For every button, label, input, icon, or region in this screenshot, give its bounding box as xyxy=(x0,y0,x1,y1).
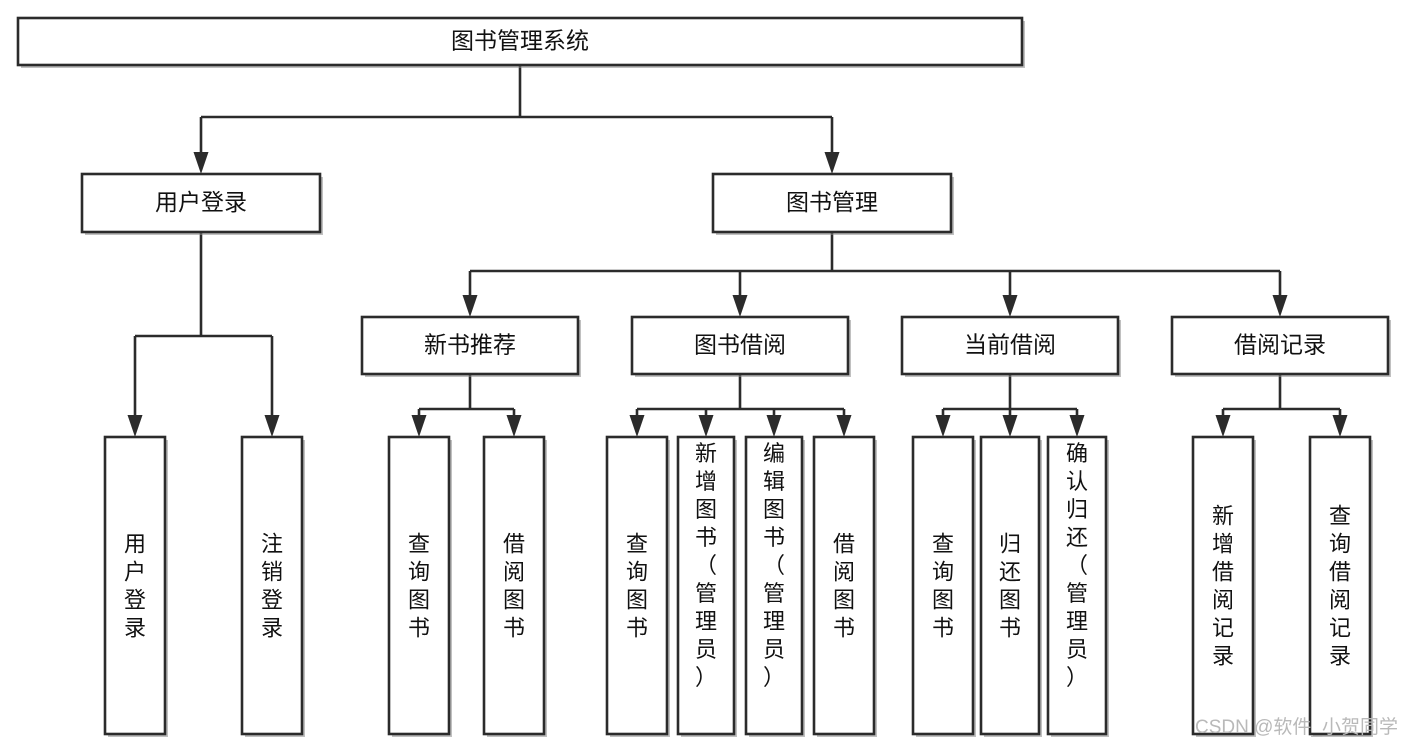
node-leaf-query-book-3[interactable]: 查询图书 xyxy=(911,435,976,737)
node-rect[interactable] xyxy=(812,435,876,736)
arrow-head-icon xyxy=(824,152,840,174)
connector-group-user-login xyxy=(127,232,280,437)
node-user-login[interactable]: 用户登录 xyxy=(80,172,323,235)
node-new-book-rec[interactable]: 新书推荐 xyxy=(360,315,581,377)
node-leaf-borrow-book-1[interactable]: 借阅图书 xyxy=(482,435,547,737)
node-leaf-query-book-2[interactable]: 查询图书 xyxy=(605,435,670,737)
node-rect[interactable] xyxy=(630,315,850,376)
node-label: 图书管理 xyxy=(786,189,878,215)
node-rect[interactable] xyxy=(1046,435,1108,736)
arrow-head-icon xyxy=(1332,415,1348,437)
node-leaf-add-record[interactable]: 新增借阅记录 xyxy=(1191,435,1256,737)
connector-group-current-borrow xyxy=(935,374,1085,437)
node-leaf-query-book-1[interactable]: 查询图书 xyxy=(387,435,452,737)
node-current-borrow[interactable]: 当前借阅 xyxy=(900,315,1121,377)
node-label: 新书推荐 xyxy=(424,332,516,358)
node-leaf-edit-book[interactable]: 编辑图书（管理员） xyxy=(744,435,805,737)
node-book-manage[interactable]: 图书管理 xyxy=(711,172,954,235)
node-label: 新增图书（管理员） xyxy=(695,441,717,690)
arrow-head-icon xyxy=(127,415,143,437)
csdn-watermark: CSDN @软件_小贺同学 xyxy=(1195,716,1398,738)
arrow-head-icon xyxy=(935,415,951,437)
arrow-head-icon xyxy=(732,295,748,317)
arrow-head-icon xyxy=(1002,295,1018,317)
node-label: 当前借阅 xyxy=(964,332,1056,358)
node-label: 借阅图书 xyxy=(503,531,525,640)
node-root[interactable]: 图书管理系统 xyxy=(16,16,1025,68)
node-rect[interactable] xyxy=(240,435,304,736)
arrow-head-icon xyxy=(1215,415,1231,437)
node-rect[interactable] xyxy=(1308,435,1372,736)
node-rect[interactable] xyxy=(360,315,580,376)
arrow-head-icon xyxy=(629,415,645,437)
arrow-head-icon xyxy=(1272,295,1288,317)
node-leaf-confirm-return[interactable]: 确认归还（管理员） xyxy=(1046,435,1109,737)
connector-group-root xyxy=(193,65,840,174)
node-label: 查询图书 xyxy=(932,531,954,640)
node-label: 新增借阅记录 xyxy=(1212,503,1234,668)
node-rect[interactable] xyxy=(1170,315,1390,376)
node-rect[interactable] xyxy=(16,16,1024,67)
node-label: 图书管理系统 xyxy=(451,28,589,54)
node-label: 编辑图书（管理员） xyxy=(763,441,785,690)
node-leaf-user-login[interactable]: 用户登录 xyxy=(103,435,168,737)
connector-layer xyxy=(127,65,1348,437)
arrow-head-icon xyxy=(698,415,714,437)
arrow-head-icon xyxy=(411,415,427,437)
connector-group-borrow-record xyxy=(1215,374,1348,437)
node-leaf-borrow-book-2[interactable]: 借阅图书 xyxy=(812,435,877,737)
node-rect[interactable] xyxy=(744,435,804,736)
node-layer: 图书管理系统用户登录图书管理新书推荐图书借阅当前借阅借阅记录用户登录注销登录查询… xyxy=(16,16,1391,737)
connector-group-new-book-rec xyxy=(411,374,522,437)
node-rect[interactable] xyxy=(711,172,953,234)
node-label: 查询借阅记录 xyxy=(1329,503,1351,668)
connector-group-book-borrow xyxy=(629,374,852,437)
node-rect[interactable] xyxy=(482,435,546,736)
node-rect[interactable] xyxy=(1191,435,1255,736)
node-rect[interactable] xyxy=(900,315,1120,376)
node-label: 图书借阅 xyxy=(694,332,786,358)
node-leaf-logout[interactable]: 注销登录 xyxy=(240,435,305,737)
node-book-borrow[interactable]: 图书借阅 xyxy=(630,315,851,377)
node-leaf-query-record[interactable]: 查询借阅记录 xyxy=(1308,435,1373,737)
node-label: 借阅图书 xyxy=(833,531,855,640)
node-label: 归还图书 xyxy=(999,531,1021,640)
node-rect[interactable] xyxy=(979,435,1041,736)
arrow-head-icon xyxy=(1069,415,1085,437)
node-leaf-add-book[interactable]: 新增图书（管理员） xyxy=(676,435,737,737)
connector-group-book-manage xyxy=(462,232,1288,317)
node-rect[interactable] xyxy=(80,172,322,234)
arrow-head-icon xyxy=(766,415,782,437)
node-rect[interactable] xyxy=(387,435,451,736)
node-rect[interactable] xyxy=(911,435,975,736)
node-borrow-record[interactable]: 借阅记录 xyxy=(1170,315,1391,377)
node-rect[interactable] xyxy=(103,435,167,736)
arrow-head-icon xyxy=(836,415,852,437)
node-label: 用户登录 xyxy=(124,531,146,640)
arrow-head-icon xyxy=(193,152,209,174)
node-rect[interactable] xyxy=(605,435,669,736)
arrow-head-icon xyxy=(462,295,478,317)
arrow-head-icon xyxy=(264,415,280,437)
node-label: 查询图书 xyxy=(626,531,648,640)
node-label: 借阅记录 xyxy=(1234,332,1326,358)
node-leaf-return-book[interactable]: 归还图书 xyxy=(979,435,1042,737)
node-rect[interactable] xyxy=(676,435,736,736)
arrow-head-icon xyxy=(506,415,522,437)
arrow-head-icon xyxy=(1002,415,1018,437)
node-label: 确认归还（管理员） xyxy=(1066,441,1088,690)
node-label: 查询图书 xyxy=(408,531,430,640)
node-label: 注销登录 xyxy=(261,531,283,640)
node-label: 用户登录 xyxy=(155,189,247,215)
